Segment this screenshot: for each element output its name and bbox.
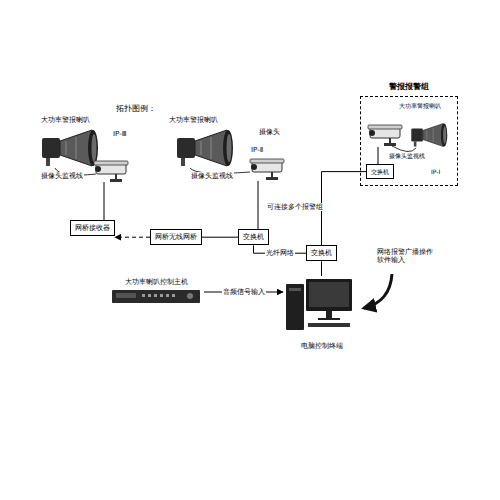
rack-knob (187, 293, 193, 299)
part-label: 大功率警报喇叭 (398, 102, 442, 109)
monitor-stand (326, 311, 332, 318)
wire (392, 146, 416, 152)
monitor (306, 279, 352, 311)
connector (202, 237, 238, 238)
wire (378, 147, 379, 164)
keyboard (308, 323, 350, 327)
node-text: 交换机 (243, 233, 264, 241)
part-label: 摄像头监视线 (388, 152, 426, 159)
part-label: 可连接多个报警组 (266, 203, 324, 211)
node-text: 电脑控制终端 (301, 342, 343, 350)
alarm-group: 警报报警组交换机 (360, 82, 458, 186)
part-label: 网络报警广播操作软件输入 (376, 248, 436, 265)
node-text: 网桥无线网桥 (155, 233, 197, 241)
control-terminal: 电脑控制终端 (283, 276, 361, 350)
node-text: 网桥接收器 (75, 224, 110, 232)
monitor-stand (318, 318, 340, 320)
pc-tower (286, 284, 304, 330)
node-text: 交换机 (311, 249, 332, 257)
part-label: 大功率警报喇叭 (168, 116, 219, 124)
camera (250, 159, 284, 180)
part-label: 摄像头监视线 (190, 172, 234, 180)
horn-speaker (42, 130, 98, 166)
node-text: 交换机 (371, 168, 389, 175)
group-heading: 警报报警组 (360, 82, 458, 92)
part-label: IP-Ⅲ (112, 130, 127, 138)
device-box: 交换机 (306, 245, 337, 261)
part-label: IP-Ⅰ (430, 168, 441, 175)
rack-panel (116, 293, 136, 298)
part-label: 摄像头监视线 (40, 172, 84, 180)
edge-label: 光纤网络 (265, 249, 295, 257)
part-label: IP-Ⅱ (250, 146, 264, 154)
horn-speaker (177, 130, 233, 166)
monitor-screen (309, 282, 349, 307)
legend-heading: 拓扑图例： (115, 104, 157, 114)
connector (321, 261, 322, 276)
input-arrow (364, 274, 392, 308)
rack-buttons (142, 294, 175, 297)
device-box: 交换机 (366, 164, 394, 179)
part-label: 摄像头 (258, 128, 281, 136)
wire (104, 182, 105, 220)
camera (94, 161, 128, 182)
device-box: 网桥无线网桥 (150, 229, 202, 245)
part-label: 大功率警报喇叭 (40, 116, 91, 124)
horn-speaker (411, 123, 447, 146)
edge-label: 音频信号输入 (222, 288, 266, 296)
wire (258, 181, 259, 229)
control-host: 大功率喇叭控制主机 (108, 278, 204, 306)
connector (115, 237, 150, 238)
device-box: 交换机 (238, 229, 269, 245)
pc-drive (289, 288, 301, 291)
node-text: 大功率喇叭控制主机 (108, 278, 204, 286)
device-box: 网桥接收器 (70, 220, 115, 236)
rack-device (112, 290, 200, 303)
camera (368, 125, 402, 146)
